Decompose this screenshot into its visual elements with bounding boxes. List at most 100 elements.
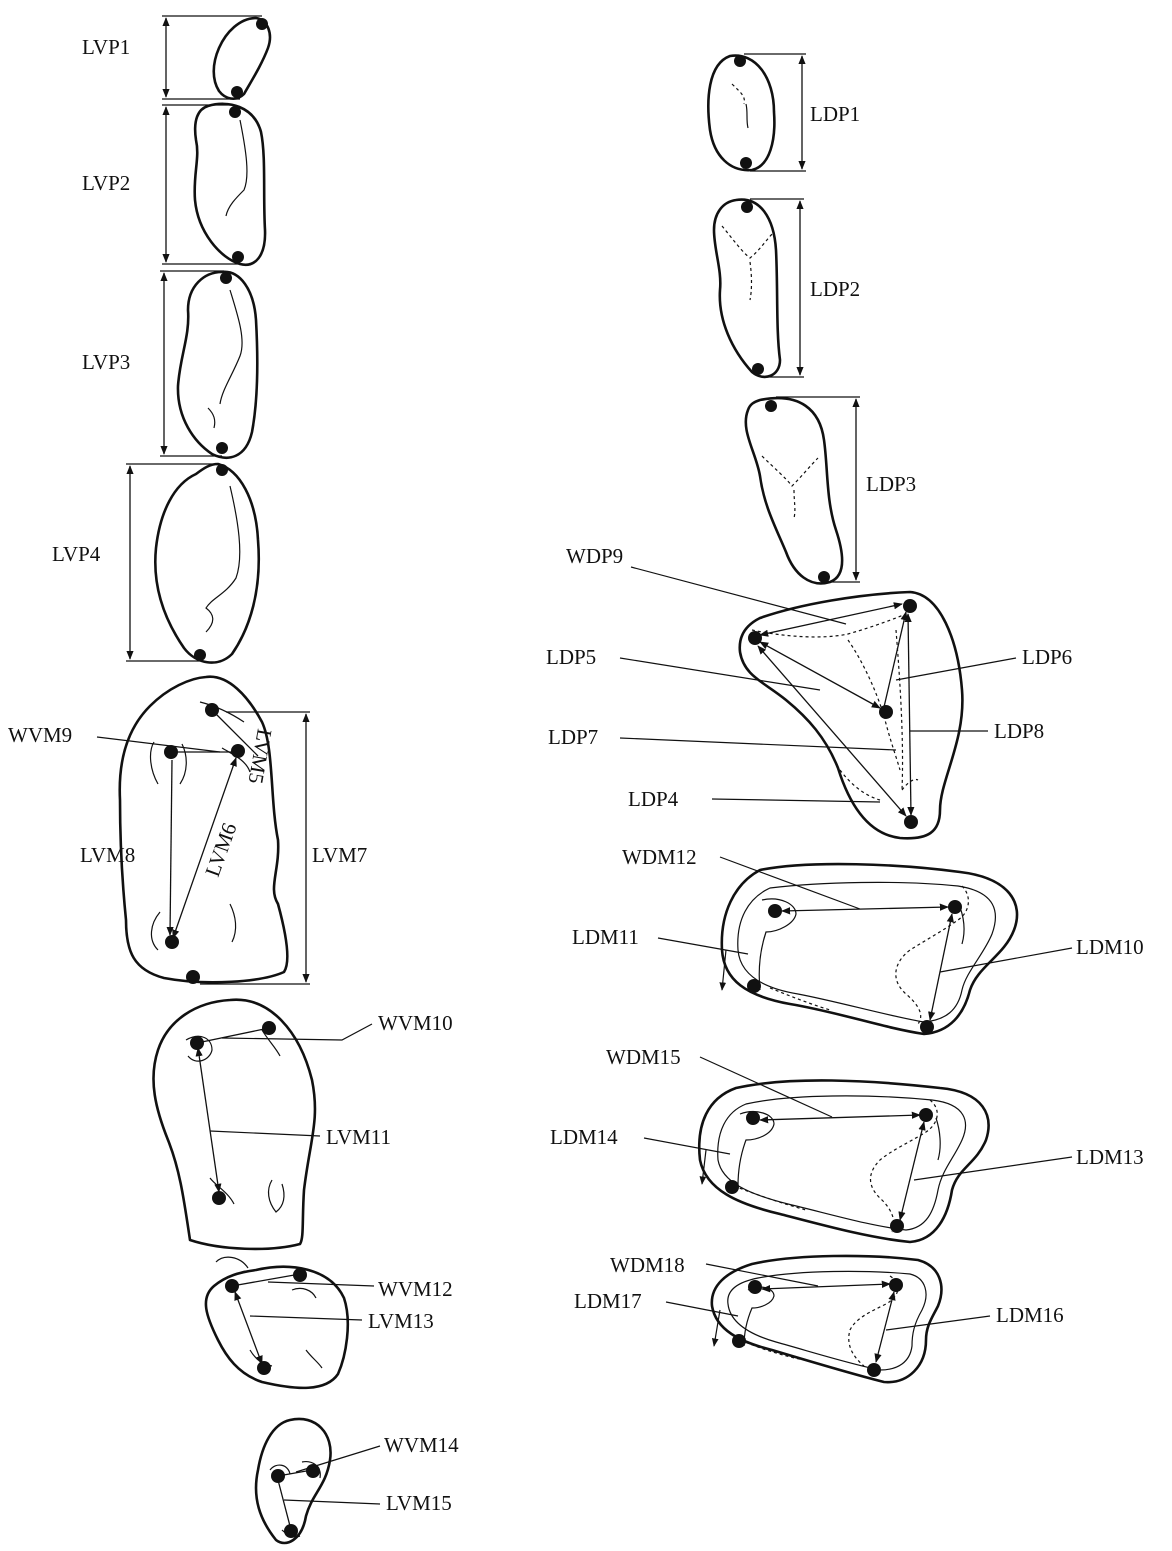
ldp4-leader [711, 798, 881, 803]
landmark-dot [262, 1021, 276, 1035]
element-inner-outline [758, 898, 797, 991]
element-ridge [150, 911, 161, 951]
element-suture [761, 455, 819, 487]
element-ridge [719, 949, 727, 991]
dorsal-element-4: WDP9 LDP5 LDP6 LDP7 LDP8 LDP4 [546, 544, 1072, 840]
ldm10-arrow [928, 913, 954, 1021]
landmark-dot [220, 272, 232, 284]
element-suture [895, 629, 904, 791]
label-lvp1: LVP1 [82, 35, 130, 59]
element-outline [118, 675, 289, 984]
ldp7-leader [619, 737, 897, 751]
landmark-dot [752, 363, 764, 375]
wvm12-leader [267, 1281, 375, 1287]
label-ldm14: LDM14 [550, 1125, 618, 1149]
wvm9-leader [96, 736, 221, 753]
element-outline [712, 198, 782, 379]
element-ridge [699, 1149, 707, 1185]
element-ridge [711, 1309, 721, 1347]
element-ridge [935, 1117, 941, 1161]
label-wvm10: WVM10 [378, 1011, 453, 1035]
label-ldm16: LDM16 [996, 1303, 1064, 1327]
lvm8-arrow [166, 759, 174, 936]
label-ldp6: LDP6 [1022, 645, 1072, 669]
wdm12-leader [719, 856, 861, 910]
landmark-dot [186, 970, 200, 984]
landmark-dot [231, 86, 243, 98]
landmark-dot [746, 1111, 760, 1125]
landmark-dot [741, 201, 753, 213]
element-suture [848, 1275, 899, 1367]
lvm13-leader [249, 1315, 363, 1321]
ventral-element-7: WVM12 LVM13 [204, 1256, 453, 1390]
wvm10-line [196, 1027, 270, 1044]
landmark-dot [212, 1191, 226, 1205]
landmark-dot [903, 599, 917, 613]
element-outline [204, 1265, 350, 1390]
label-ldp7: LDP7 [548, 725, 598, 749]
wvm12-line [231, 1273, 301, 1287]
landmark-dot [740, 157, 752, 169]
element-ridge [215, 1256, 249, 1269]
element-outline [697, 1079, 990, 1244]
ldm13-leader [913, 1156, 1073, 1181]
landmark-dot [919, 1108, 933, 1122]
ldp6-leader [895, 657, 1017, 681]
element-outline [720, 862, 1019, 1036]
lvm11-arrow [195, 1047, 222, 1193]
label-ldp3: LDP3 [866, 472, 916, 496]
label-wvm9: WVM9 [8, 723, 72, 747]
element-outline [710, 1254, 943, 1384]
ldm17-leader [665, 1301, 739, 1317]
ldm11-leader [657, 937, 749, 955]
element-suture [721, 225, 775, 259]
landmark-dot [818, 571, 830, 583]
wvm10-leader [221, 1023, 373, 1041]
landmark-dot [229, 106, 241, 118]
element-inner-outline [737, 881, 996, 1023]
landmark-dot [231, 744, 245, 758]
ventral-element-4: LVP4 [52, 462, 261, 664]
element-ridge [305, 1349, 323, 1369]
lvm5-line [211, 709, 259, 757]
dorsal-element-2: LDP2 [712, 198, 860, 379]
ventral-element-1: LVP1 [82, 15, 272, 100]
label-ldp1: LDP1 [810, 102, 860, 126]
element-ridge [205, 485, 241, 633]
landmark-dot [216, 464, 228, 476]
label-wvm14: WVM14 [384, 1433, 459, 1457]
landmark-dot [232, 251, 244, 263]
element-ridge [261, 1029, 281, 1057]
ventral-element-6: WVM10 LVM11 [152, 998, 453, 1251]
landmark-dot [284, 1524, 298, 1538]
element-outline [744, 396, 844, 585]
ldp5-leader [619, 657, 821, 691]
element-outline [152, 998, 317, 1251]
landmark-dot [205, 703, 219, 717]
label-lvp4: LVP4 [52, 542, 101, 566]
wdm18-arrow [761, 1280, 891, 1293]
element-suture [769, 987, 831, 1011]
lvm6-arrow [172, 757, 237, 939]
element-ridge [179, 743, 187, 785]
element-suture [751, 613, 907, 638]
landmark-dot [734, 55, 746, 67]
label-lvm6: LVM6 [200, 820, 241, 880]
element-ridge [267, 1179, 285, 1213]
ldp6-arrow [883, 611, 908, 708]
dorsal-element-7: WDM18 LDM17 LDM16 [574, 1253, 1064, 1384]
label-lvm8: LVM8 [80, 843, 135, 867]
wdp9-leader [630, 566, 847, 625]
wvm14-leader [295, 1445, 381, 1473]
element-outline [154, 462, 261, 664]
element-ridge [207, 407, 216, 429]
wdm18-leader [705, 1263, 819, 1287]
element-outline [176, 270, 259, 459]
landmark-dot [920, 1020, 934, 1034]
landmark-dot [165, 935, 179, 949]
label-wdm12: WDM12 [622, 845, 697, 869]
label-ldm17: LDM17 [574, 1289, 642, 1313]
landmark-dot [164, 745, 178, 759]
lvm15-leader [283, 1499, 381, 1505]
